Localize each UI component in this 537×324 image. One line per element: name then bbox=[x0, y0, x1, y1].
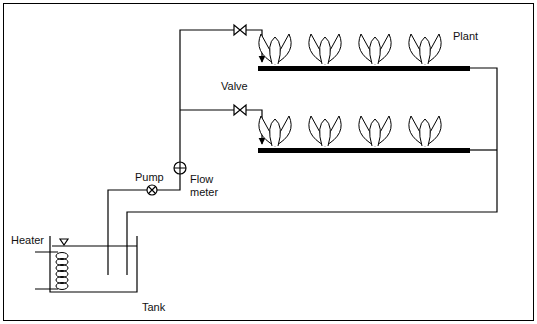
return-pipe bbox=[470, 149, 497, 150]
part-label-text: Heater bbox=[10, 234, 45, 247]
heater-coil bbox=[56, 253, 68, 290]
part-label-text: Pump bbox=[134, 171, 165, 184]
pump-symbol bbox=[147, 185, 157, 195]
water-level bbox=[52, 245, 137, 246]
part-label-text: Plant bbox=[452, 30, 479, 43]
plant-symbol bbox=[359, 116, 391, 146]
plant-symbol bbox=[309, 116, 341, 146]
part-label-text: Flow meter bbox=[189, 173, 227, 199]
plant-symbol bbox=[259, 116, 291, 146]
plant-symbol bbox=[409, 34, 441, 64]
water-level-mark bbox=[60, 239, 68, 245]
part-label: Heater bbox=[10, 230, 45, 248]
frame bbox=[4, 4, 534, 321]
plant-symbol bbox=[409, 116, 441, 146]
plant-symbol bbox=[309, 34, 341, 64]
plants bbox=[259, 34, 441, 146]
plant-symbol bbox=[259, 34, 291, 64]
branch-pipe bbox=[180, 110, 262, 144]
part-label: Pump bbox=[134, 167, 165, 185]
return-pipe bbox=[127, 68, 497, 275]
part-label-text: Valve bbox=[220, 80, 249, 93]
valve-symbol bbox=[234, 105, 246, 115]
coil-loop bbox=[56, 283, 68, 290]
part-label: Valve bbox=[220, 76, 249, 94]
pump-mark bbox=[149, 187, 155, 193]
flow-meter-symbol bbox=[174, 162, 186, 174]
part-label: Plant bbox=[452, 26, 479, 44]
tank-outline bbox=[50, 236, 137, 292]
heater-lead bbox=[35, 252, 58, 289]
valve-symbol bbox=[234, 25, 246, 35]
plant-bed bbox=[258, 66, 470, 71]
branch-pipe bbox=[180, 30, 262, 162]
plant-bed bbox=[258, 148, 470, 153]
part-label: Tank bbox=[141, 297, 166, 315]
part-label-text: Tank bbox=[141, 301, 166, 314]
plant-symbol bbox=[359, 34, 391, 64]
flow-meter-mark bbox=[174, 162, 186, 174]
part-label: Flow meter bbox=[189, 173, 227, 200]
